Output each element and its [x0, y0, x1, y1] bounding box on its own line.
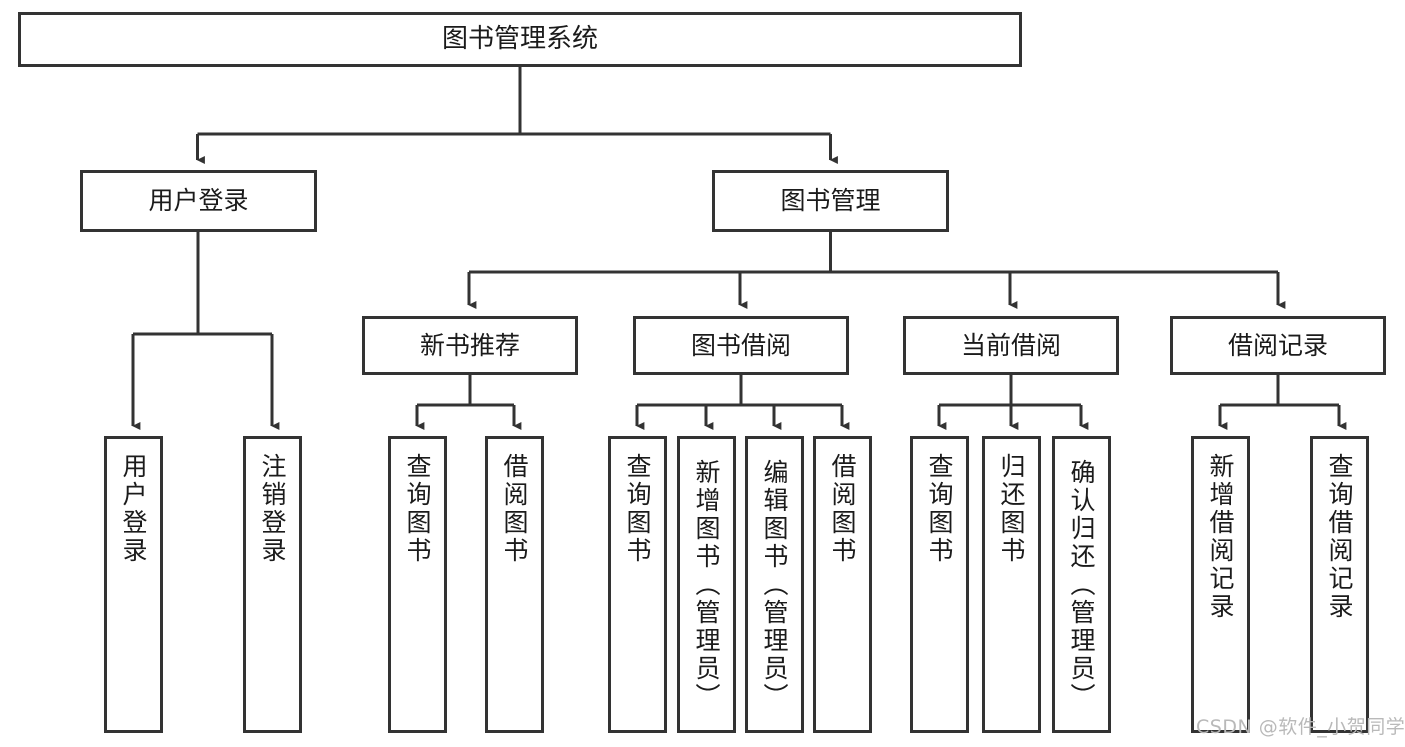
edge-newbookrec-to-leaves: [415, 375, 522, 431]
node-user-login[interactable]: 用户登录: [80, 170, 317, 232]
node-book-borrow[interactable]: 图书借阅: [633, 316, 849, 375]
leaf-node-bb-query-book[interactable]: 查询图书: [608, 436, 667, 733]
edge-currentborrow-to-leaves: [937, 375, 1089, 431]
node-current-borrow[interactable]: 当前借阅: [903, 316, 1119, 375]
leaf-node-br-query-record[interactable]: 查询借阅记录: [1310, 436, 1369, 733]
leaf-label: 查询借阅记录: [1325, 453, 1354, 621]
leaf-label: 新增借阅记录: [1206, 453, 1235, 621]
edge-bookborrow-to-leaves: [635, 375, 850, 431]
edge-root-to-level2: [196, 67, 838, 165]
node-borrow-record[interactable]: 借阅记录: [1170, 316, 1386, 375]
leaf-label: 注销登录: [258, 453, 287, 565]
node-current-borrow-label: 当前借阅: [960, 330, 1061, 360]
leaf-node-cb-confirm-return-admin[interactable]: 确认归还（管理员）: [1052, 436, 1111, 733]
leaf-node-rec-borrow-book[interactable]: 借阅图书: [485, 436, 544, 733]
leaf-node-user-login[interactable]: 用户登录: [104, 436, 163, 733]
node-user-login-label: 用户登录: [148, 186, 249, 215]
leaf-node-bb-edit-book-admin[interactable]: 编辑图书（管理员）: [745, 436, 804, 733]
node-book-borrow-label: 图书借阅: [690, 330, 791, 360]
node-root-label: 图书管理系统: [441, 23, 598, 54]
edge-bookmanage-to-level3: [467, 232, 1286, 310]
leaf-node-br-add-record[interactable]: 新增借阅记录: [1191, 436, 1250, 733]
leaf-label: 查询图书: [403, 453, 432, 565]
node-book-manage-label: 图书管理: [780, 186, 881, 215]
leaf-node-user-logout[interactable]: 注销登录: [243, 436, 302, 733]
edge-borrowrecord-to-leaves: [1218, 375, 1347, 431]
leaf-node-bb-borrow-book[interactable]: 借阅图书: [813, 436, 872, 733]
edge-userlogin-to-leaves: [131, 232, 280, 431]
leaf-label: 查询图书: [925, 453, 954, 565]
leaf-node-cb-return-book[interactable]: 归还图书: [982, 436, 1041, 733]
leaf-label: 确认归还（管理员）: [1067, 458, 1096, 711]
node-root[interactable]: 图书管理系统: [18, 12, 1022, 67]
leaf-node-cb-query-book[interactable]: 查询图书: [910, 436, 969, 733]
leaf-label: 归还图书: [997, 453, 1026, 565]
node-borrow-record-label: 借阅记录: [1227, 330, 1328, 360]
leaf-node-rec-query-book[interactable]: 查询图书: [388, 436, 447, 733]
leaf-node-bb-add-book-admin[interactable]: 新增图书（管理员）: [677, 436, 736, 733]
leaf-label: 用户登录: [119, 453, 148, 565]
leaf-label: 查询图书: [623, 453, 652, 565]
leaf-label: 借阅图书: [500, 453, 529, 565]
csdn-watermark: CSDN @软件_小贺同学: [1196, 716, 1405, 738]
node-new-book-rec[interactable]: 新书推荐: [362, 316, 578, 375]
node-book-manage[interactable]: 图书管理: [712, 170, 949, 232]
leaf-label: 借阅图书: [828, 453, 857, 565]
node-new-book-rec-label: 新书推荐: [419, 330, 520, 360]
leaf-label: 新增图书（管理员）: [692, 458, 721, 711]
leaf-label: 编辑图书（管理员）: [760, 458, 789, 711]
